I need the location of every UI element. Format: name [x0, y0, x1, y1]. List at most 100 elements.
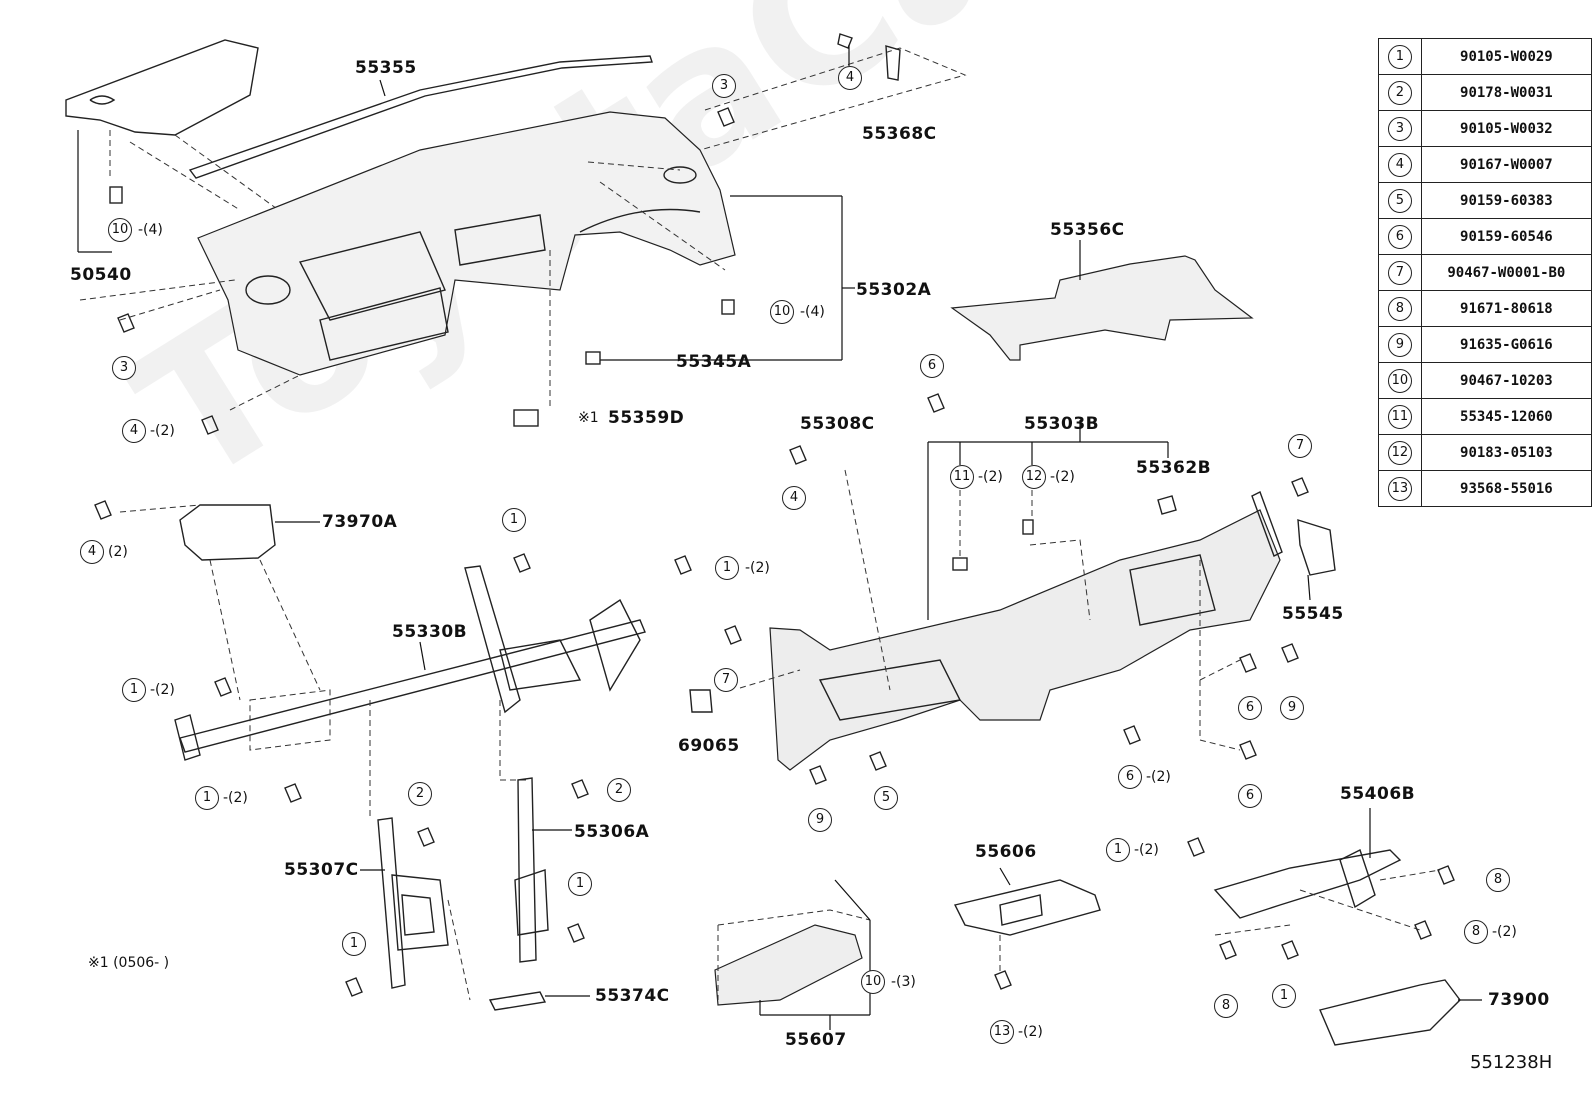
label-73970A: 73970A	[322, 512, 398, 532]
legend-index-circle: 6	[1387, 224, 1412, 249]
parts-legend-row: 6 90159-60546	[1378, 218, 1592, 255]
callout-6: 6	[1118, 765, 1142, 789]
qty-callout-10: -(3)	[891, 974, 916, 990]
label-55330B: 55330B	[392, 622, 468, 642]
qty-callout-12: -(2)	[1050, 469, 1075, 485]
legend-part-number: 90467-W0001-B0	[1420, 254, 1592, 291]
callout-8: 8	[1214, 994, 1238, 1018]
label-55362B: 55362B	[1136, 458, 1212, 478]
callout-3: 3	[712, 74, 736, 98]
qty-callout-6: -(2)	[1146, 769, 1171, 785]
part-55606-drawing	[953, 867, 1101, 975]
callout-1: 1	[122, 678, 146, 702]
parts-legend-row: 4 90167-W0007	[1378, 146, 1592, 183]
legend-part-number: 90105-W0029	[1420, 38, 1592, 75]
qty-callout-8: -(2)	[1492, 924, 1517, 940]
label-55345A: 55345A	[676, 352, 752, 372]
callout-1: 1	[195, 786, 219, 810]
part-73900-drawing	[1319, 979, 1482, 1046]
callout-1: 1	[1106, 838, 1130, 862]
fastener-drawings	[94, 107, 1455, 997]
callout-1: 1	[342, 932, 366, 956]
callout-11: 11	[950, 465, 974, 489]
part-73970A-drawing	[119, 504, 321, 701]
legend-part-number: 90467-10203	[1420, 362, 1592, 399]
part-55359D-drawing	[513, 250, 551, 427]
qty-callout-10: -(4)	[138, 222, 163, 238]
legend-part-number: 90159-60546	[1420, 218, 1592, 255]
legend-part-number: 91671-80618	[1420, 290, 1592, 327]
legend-part-number: 90167-W0007	[1420, 146, 1592, 183]
callout-6: 6	[1238, 696, 1262, 720]
legend-index-cell: 8	[1378, 290, 1422, 327]
legend-index-cell: 9	[1378, 326, 1422, 363]
legend-index-cell: 3	[1378, 110, 1422, 147]
callout-9: 9	[808, 808, 832, 832]
callout-4: 4	[838, 66, 862, 90]
callout-7: 7	[714, 668, 738, 692]
note-date-range: ※1 (0506- )	[88, 955, 170, 971]
legend-part-number: 91635-G0616	[1420, 326, 1592, 363]
part-55356C-drawing	[950, 240, 1254, 361]
label-55308C: 55308C	[800, 414, 875, 434]
label-55406B: 55406B	[1340, 784, 1416, 804]
callout-8: 8	[1464, 920, 1488, 944]
callout-8: 8	[1486, 868, 1510, 892]
callout-6: 6	[1238, 784, 1262, 808]
callout-7: 7	[1288, 434, 1312, 458]
callout-1: 1	[568, 872, 592, 896]
note-mark: ※1	[578, 410, 599, 426]
legend-index-cell: 11	[1378, 398, 1422, 435]
legend-index-circle: 7	[1387, 260, 1412, 285]
legend-index-cell: 1	[1378, 38, 1422, 75]
callout-3: 3	[112, 356, 136, 380]
legend-part-number: 90105-W0032	[1420, 110, 1592, 147]
part-55368C-drawing	[837, 33, 901, 81]
qty-callout-4: (2)	[108, 544, 128, 560]
callout-1: 1	[502, 508, 526, 532]
label-55303B: 55303B	[1024, 414, 1100, 434]
qty-callout-1: -(2)	[150, 682, 175, 698]
part-55374C-drawing	[447, 899, 590, 1011]
part-55355-drawing	[188, 55, 653, 179]
label-55306A: 55306A	[574, 822, 650, 842]
label-55607: 55607	[785, 1030, 847, 1050]
label-55355: 55355	[355, 58, 417, 78]
label-55359D: 55359D	[608, 408, 685, 428]
qty-callout-1: -(2)	[223, 790, 248, 806]
legend-index-cell: 12	[1378, 434, 1422, 471]
label-55374C: 55374C	[595, 986, 670, 1006]
qty-callout-4: -(2)	[150, 423, 175, 439]
callout-13: 13	[990, 1020, 1014, 1044]
label-55302A: 55302A	[856, 280, 932, 300]
callout-2: 2	[408, 782, 432, 806]
label-55356C: 55356C	[1050, 220, 1125, 240]
callout-5: 5	[874, 786, 898, 810]
part-55307C-drawing	[360, 817, 449, 989]
legend-index-cell: 7	[1378, 254, 1422, 291]
callout-10: 10	[770, 300, 794, 324]
part-55330B-drawing	[174, 565, 646, 820]
legend-part-number: 90178-W0031	[1420, 74, 1592, 111]
legend-index-circle: 4	[1387, 152, 1412, 177]
qty-callout-10: -(4)	[800, 304, 825, 320]
legend-index-circle: 1	[1387, 44, 1412, 69]
legend-part-number: 90159-60383	[1420, 182, 1592, 219]
label-55368C: 55368C	[862, 124, 937, 144]
legend-part-number: 55345-12060	[1420, 398, 1592, 435]
label-55307C: 55307C	[284, 860, 359, 880]
callout-9: 9	[1280, 696, 1304, 720]
legend-index-cell: 5	[1378, 182, 1422, 219]
figure-code: 551238H	[1470, 1052, 1553, 1073]
callout-6: 6	[920, 354, 944, 378]
part-55306A-drawing	[514, 777, 572, 963]
